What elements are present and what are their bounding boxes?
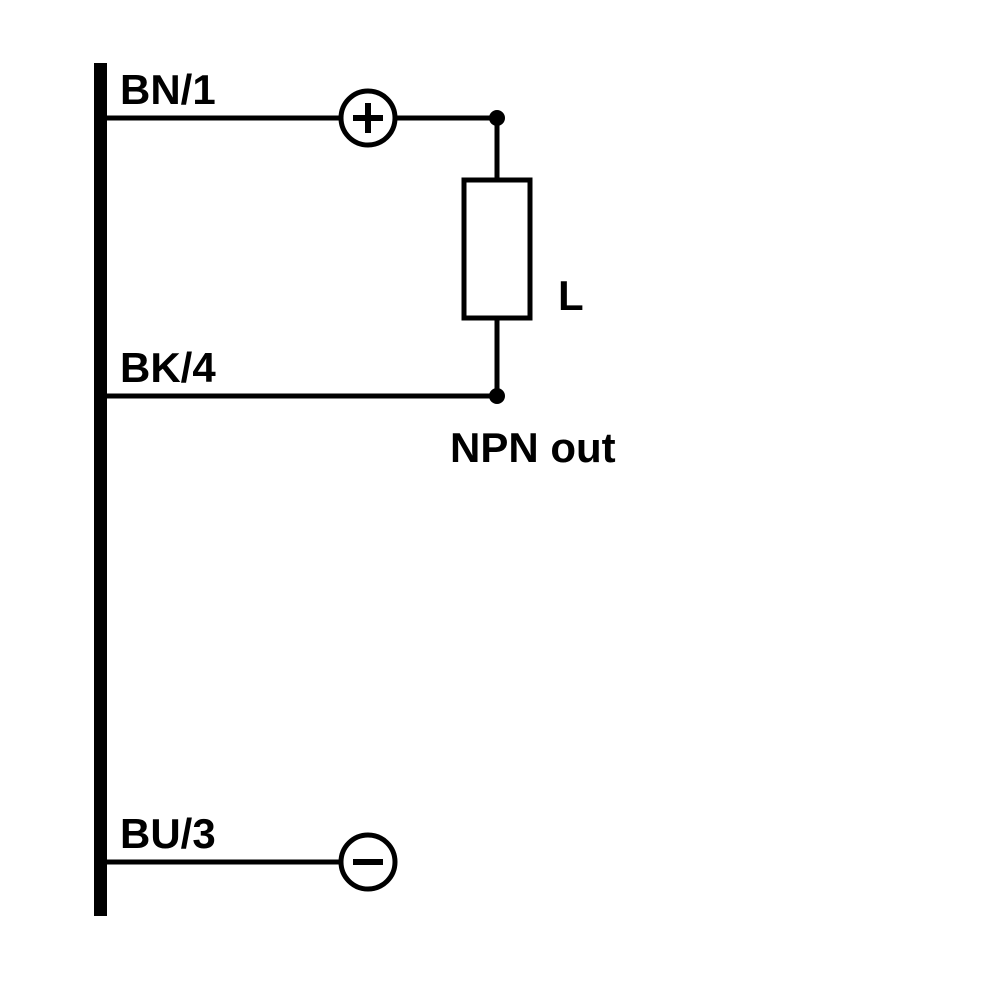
- junction-dot-output: [489, 388, 505, 404]
- wire-bk-label: BK/4: [120, 344, 216, 391]
- load-resistor: [461, 177, 533, 321]
- minus-terminal-icon: [338, 832, 398, 892]
- plus-terminal-icon: [338, 88, 398, 148]
- junction-dot-top: [489, 110, 505, 126]
- wire-bn-label: BN/1: [120, 66, 216, 113]
- wire-bu-label: BU/3: [120, 810, 216, 857]
- output-label: NPN out: [450, 424, 616, 471]
- terminal-bar: [94, 63, 107, 916]
- load-label: L: [558, 272, 584, 319]
